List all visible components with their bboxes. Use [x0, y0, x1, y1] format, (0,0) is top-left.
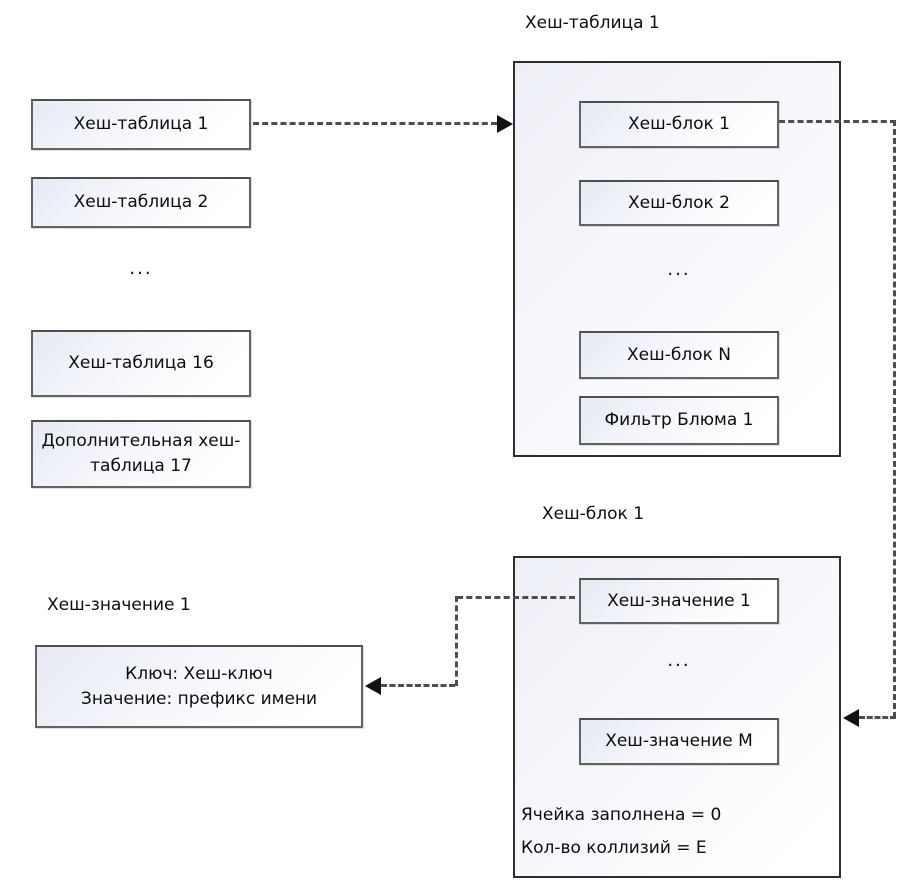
- bloom-filter-label: Фильтр Блюма 1: [604, 410, 754, 431]
- hash-value-m-label: Хеш-значение M: [605, 731, 753, 752]
- hash-table-panel-title: Хеш-таблица 1: [525, 13, 660, 33]
- arrowhead-left-icon: [843, 709, 859, 727]
- hash-block-2-label: Хеш-блок 2: [627, 192, 731, 213]
- extra-hash-table-17-label: Дополнительная хеш-таблица 17: [41, 431, 241, 476]
- hash-table-2-label: Хеш-таблица 2: [73, 192, 209, 213]
- bloom-filter-box: Фильтр Блюма 1: [579, 396, 779, 445]
- hash-table-1-label: Хеш-таблица 1: [73, 114, 209, 135]
- hash-block-n-box: Хеш-блок N: [579, 331, 779, 379]
- hash-value-1-box: Хеш-значение 1: [579, 578, 779, 624]
- arrow-value-to-detail-bottom-line: [381, 684, 455, 687]
- hash-table-16-label: Хеш-таблица 16: [68, 353, 214, 374]
- hash-table-panel: Хеш-блок 1 Хеш-блок 2 ... Хеш-блок N Фил…: [513, 61, 841, 457]
- extra-hash-table-17-box: Дополнительная хеш-таблица 17: [31, 420, 251, 488]
- hash-block-n-label: Хеш-блок N: [627, 344, 731, 365]
- hash-block-panel-ellipsis: ...: [667, 650, 691, 671]
- hash-table-2-box: Хеш-таблица 2: [31, 177, 251, 228]
- hash-block-2-box: Хеш-блок 2: [579, 180, 779, 226]
- arrowhead-right-icon: [497, 115, 513, 133]
- arrow-table-to-panel-line: [253, 122, 497, 125]
- arrow-value-to-detail-vertical-line: [455, 596, 458, 686]
- value-line: Значение: префикс имени: [80, 688, 318, 709]
- key-value-box: Ключ: Хеш-ключ Значение: префикс имени: [35, 645, 363, 728]
- arrow-value-to-detail-top-line: [457, 596, 575, 599]
- cell-filled-status: Ячейка заполнена = 0: [521, 805, 722, 825]
- key-line: Ключ: Хеш-ключ: [125, 663, 273, 684]
- left-column-ellipsis: ...: [129, 258, 153, 279]
- arrow-block-to-panel-top-line: [779, 120, 896, 123]
- hash-value-detail-title: Хеш-значение 1: [47, 595, 191, 615]
- hash-block-panel: Хеш-значение 1 ... Хеш-значение M Ячейка…: [513, 556, 841, 878]
- arrowhead-left-icon: [365, 677, 381, 695]
- collision-count-status: Кол-во коллизий = E: [521, 838, 707, 858]
- hash-table-16-box: Хеш-таблица 16: [31, 330, 251, 397]
- hash-table-1-box: Хеш-таблица 1: [31, 99, 251, 150]
- hash-block-1-label: Хеш-блок 1: [627, 114, 731, 135]
- arrow-block-to-panel-bottom-line: [859, 716, 896, 719]
- hash-table-panel-ellipsis: ...: [667, 259, 691, 280]
- hash-block-1-box: Хеш-блок 1: [579, 101, 779, 148]
- hash-block-panel-title: Хеш-блок 1: [542, 504, 645, 524]
- hash-value-m-box: Хеш-значение M: [579, 718, 779, 765]
- arrow-block-to-panel-vertical-line: [893, 120, 896, 718]
- hash-value-1-label: Хеш-значение 1: [607, 590, 751, 611]
